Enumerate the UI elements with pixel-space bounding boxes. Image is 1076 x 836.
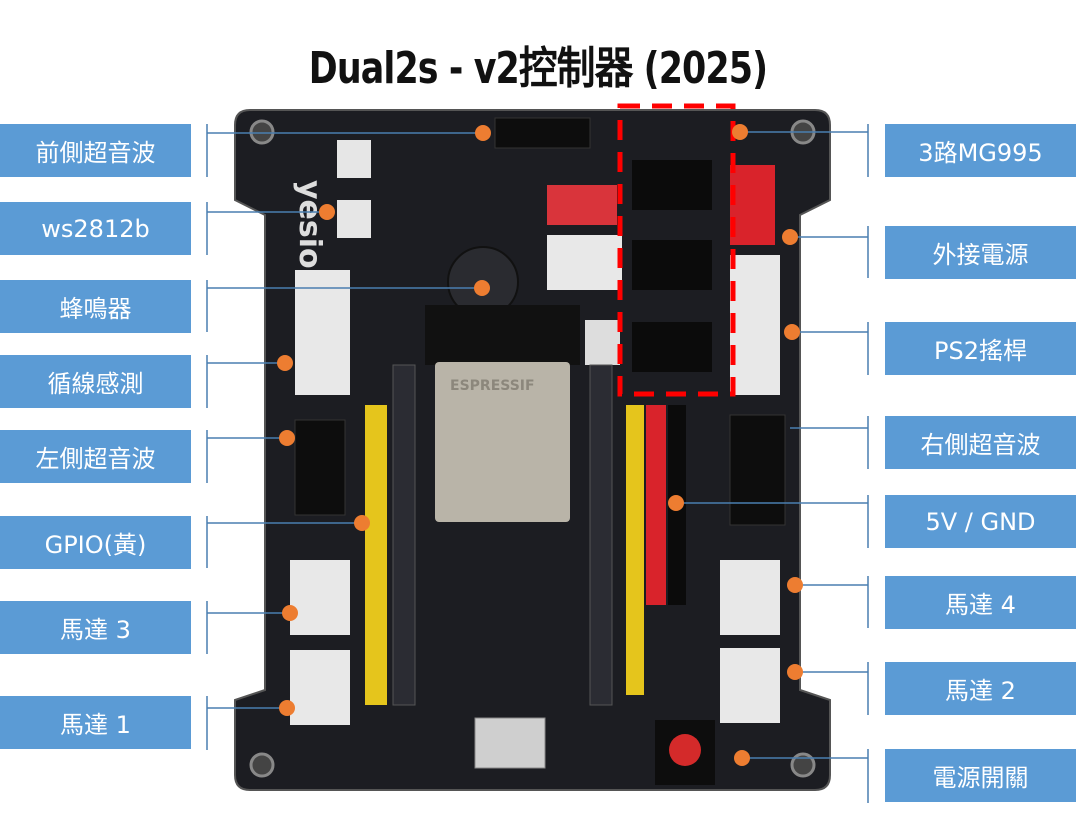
right-sonar-header — [729, 414, 786, 526]
ws2812b-led — [337, 200, 371, 238]
connector — [547, 235, 622, 290]
motor4-connector — [720, 560, 780, 635]
motor2-connector — [720, 648, 780, 723]
marker-left-sonar — [279, 430, 295, 446]
external-power-connector — [730, 165, 775, 245]
mounting-hole — [249, 119, 275, 145]
label-ext-power: 外接電源 — [885, 226, 1076, 279]
servo-header — [632, 322, 712, 372]
servo-header — [632, 160, 712, 210]
label-motor4: 馬達 4 — [885, 576, 1076, 629]
marker-buzzer — [474, 280, 490, 296]
marker-front-sonar — [475, 125, 491, 141]
mounting-hole — [790, 752, 816, 778]
marker-gpio — [354, 515, 370, 531]
gpio-right-yellow-header — [626, 405, 644, 695]
marker-power-switch — [734, 750, 750, 766]
mounting-hole — [249, 752, 275, 778]
diagram-title: Dual2s - v2控制器 (2025) — [308, 43, 768, 94]
label-motor2: 馬達 2 — [885, 662, 1076, 715]
label-motor1: 馬達 1 — [0, 696, 191, 749]
marker-mg995 — [732, 124, 748, 140]
power-switch-button — [669, 734, 701, 766]
label-mg995: 3路MG995 — [885, 124, 1076, 177]
label-buzzer: 蜂鳴器 — [0, 280, 191, 333]
usb-port — [474, 717, 546, 769]
ps2-connector — [730, 255, 780, 395]
label-ps2: PS2搖桿 — [885, 322, 1076, 375]
label-motor3: 馬達 3 — [0, 601, 191, 654]
ws2812b-led — [337, 140, 371, 178]
left-sonar-header — [294, 419, 346, 516]
marker-ext-power — [782, 229, 798, 245]
servo-highlight-box — [617, 103, 736, 397]
servo-header — [632, 240, 712, 290]
label-front-sonar: 前側超音波 — [0, 124, 191, 177]
board-logo: yesio — [292, 180, 327, 269]
label-ws2812b: ws2812b — [0, 202, 191, 255]
marker-motor3 — [282, 605, 298, 621]
label-line-sensor: 循線感測 — [0, 355, 191, 408]
connector — [585, 320, 620, 365]
esp32-module — [435, 362, 570, 522]
esp32-module-shield — [425, 305, 580, 365]
motor3-connector — [290, 560, 350, 635]
dip-switch — [547, 185, 617, 225]
marker-motor2 — [787, 664, 803, 680]
marker-ps2 — [784, 324, 800, 340]
pin-row — [392, 364, 416, 706]
label-gpio: GPIO(黃) — [0, 516, 191, 569]
marker-ws2812b — [319, 204, 335, 220]
label-right-sonar: 右側超音波 — [885, 416, 1076, 469]
leader-lines — [206, 124, 869, 803]
pin-row — [589, 364, 613, 706]
label-left-sonar: 左側超音波 — [0, 430, 191, 483]
5v-red-header — [646, 405, 666, 605]
line-sensor-connector — [295, 270, 350, 395]
label-5v-gnd: 5V / GND — [885, 495, 1076, 548]
label-power-switch: 電源開關 — [885, 749, 1076, 802]
esp32-brand: ESPRESSIF — [450, 378, 535, 394]
motor1-connector — [290, 650, 350, 725]
marker-motor1 — [279, 700, 295, 716]
marker-5v-gnd — [668, 495, 684, 511]
front-sonar-header — [494, 117, 591, 149]
marker-line-sensor — [277, 355, 293, 371]
marker-motor4 — [787, 577, 803, 593]
gpio-yellow-header — [365, 405, 387, 705]
